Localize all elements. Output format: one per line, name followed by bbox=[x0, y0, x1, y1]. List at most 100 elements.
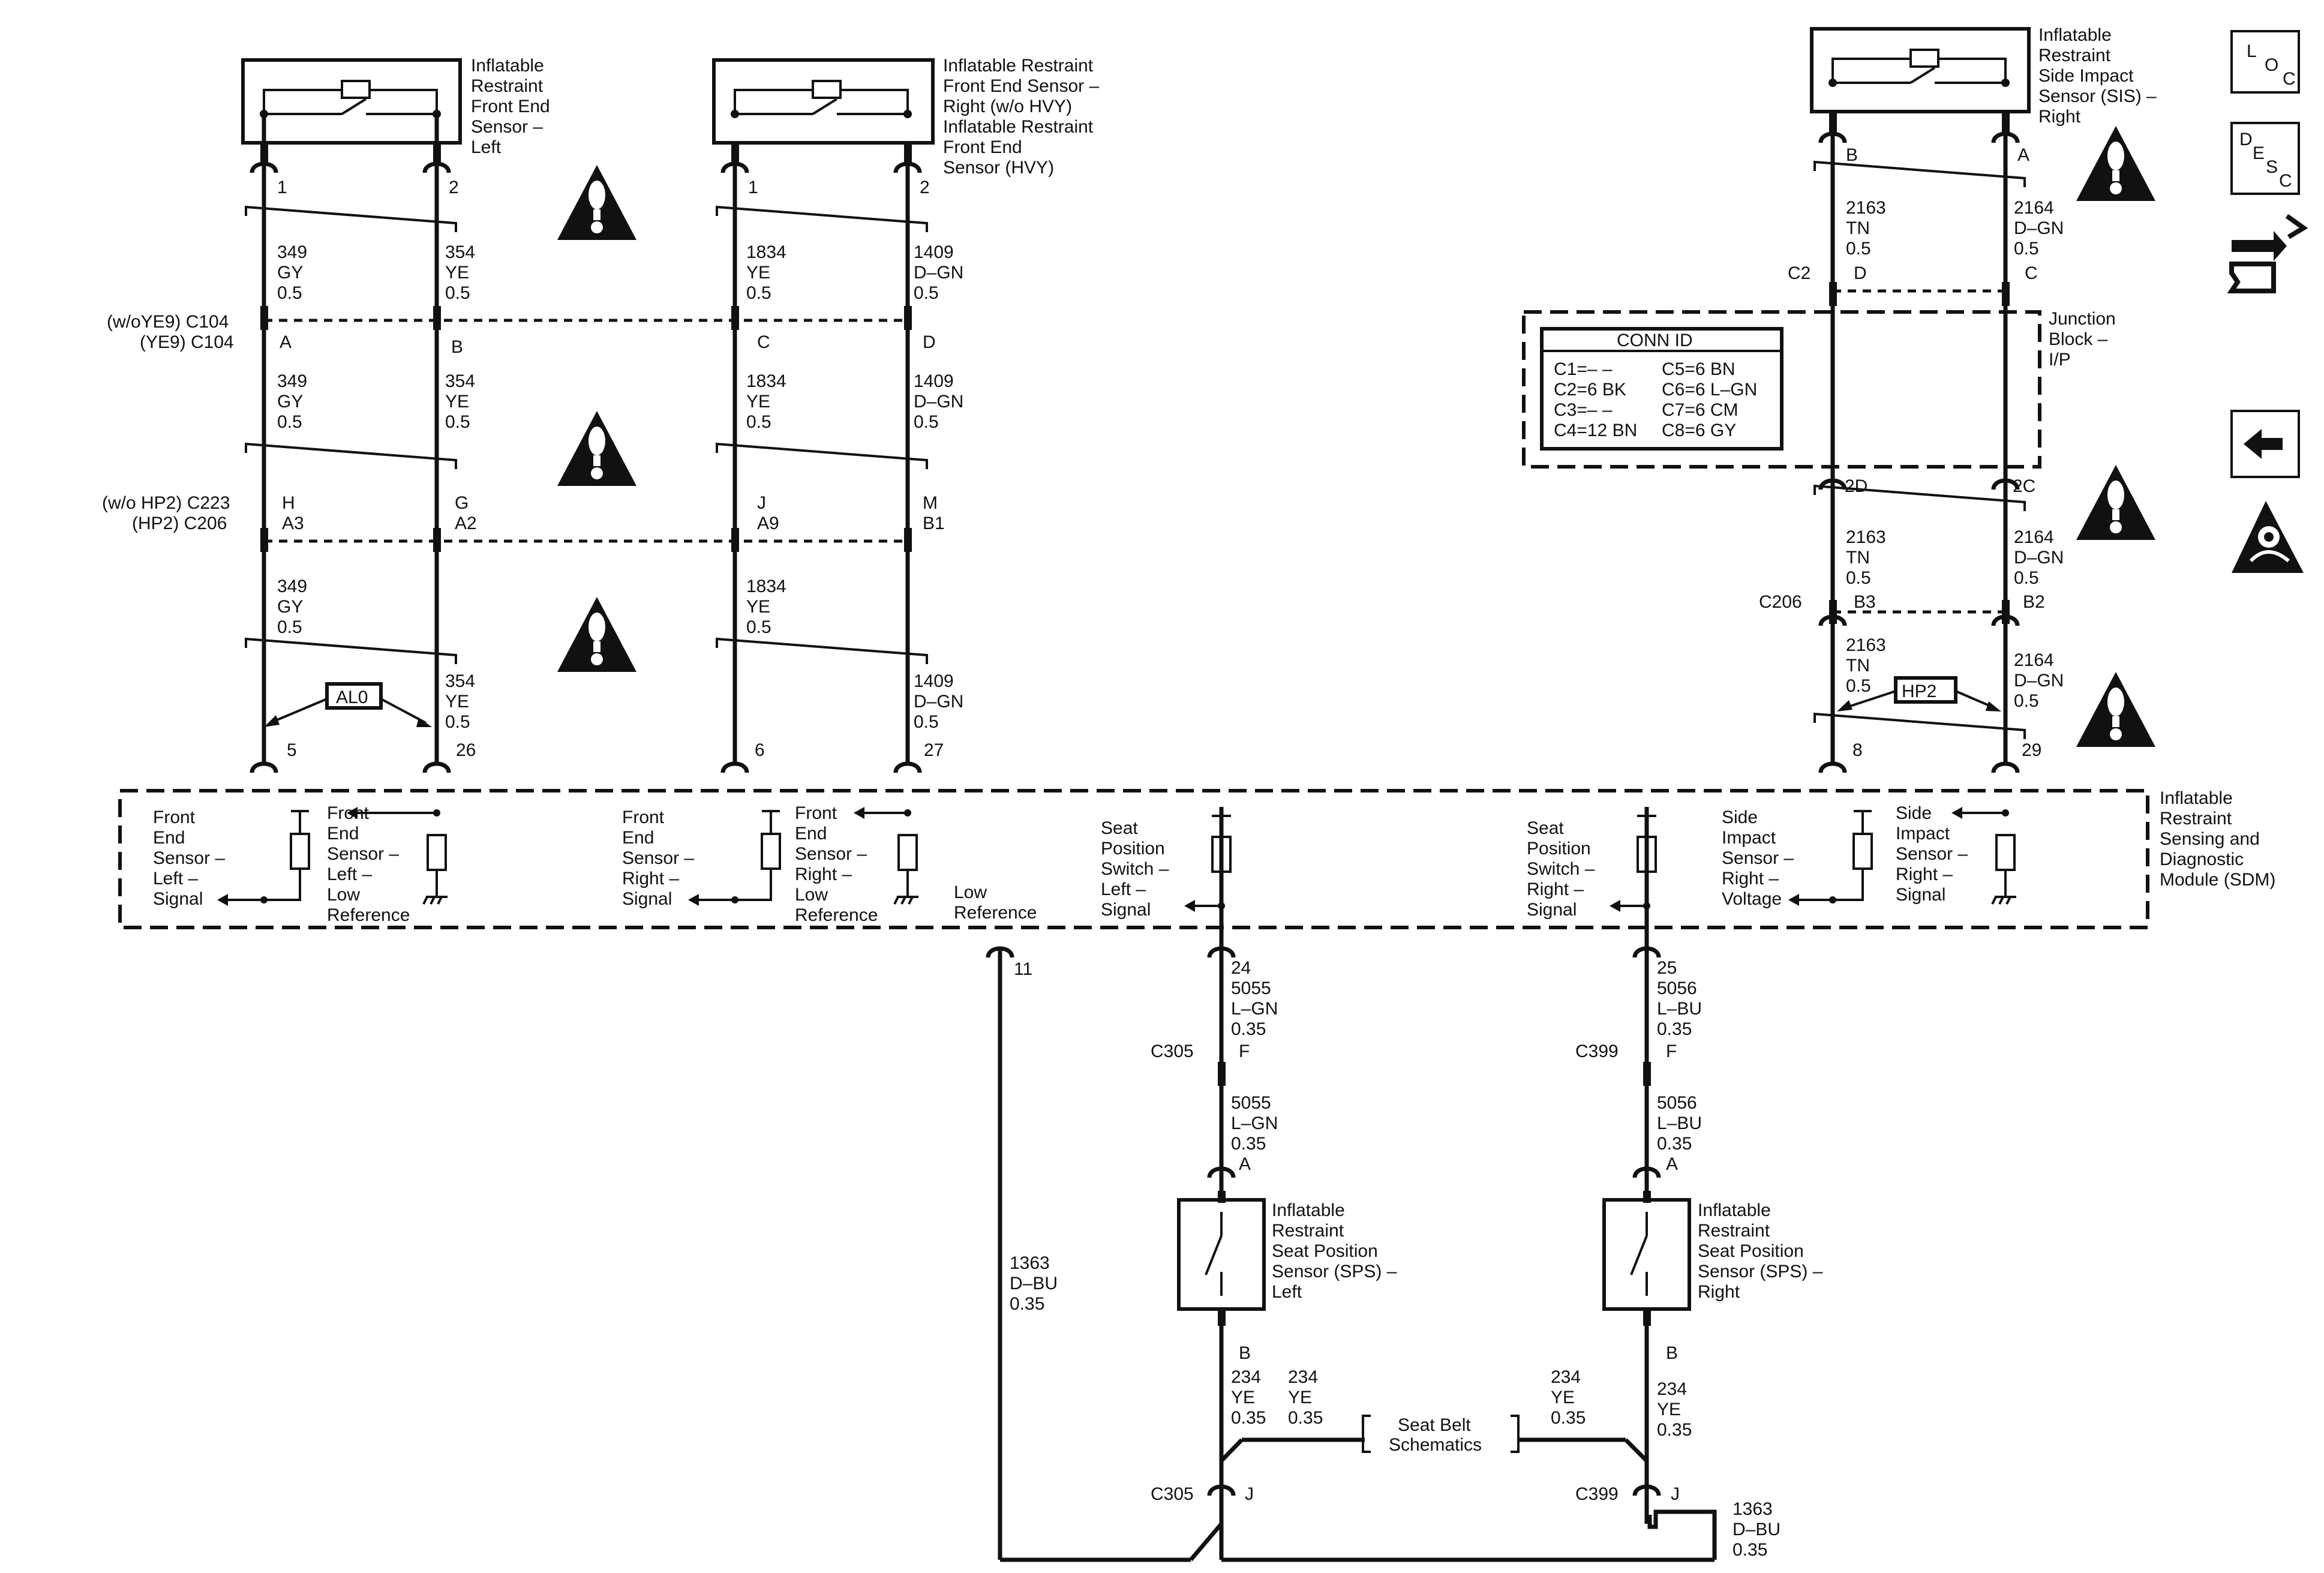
pin: 1 bbox=[748, 178, 758, 197]
front-right-title-4: Front End bbox=[943, 137, 1022, 157]
svg-text:(w/o HP2) C223: (w/o HP2) C223 bbox=[102, 493, 230, 513]
conn-id-row: C1=– – bbox=[1554, 359, 1613, 379]
svg-text:M: M bbox=[923, 493, 938, 513]
svg-text:TN: TN bbox=[1846, 656, 1870, 676]
seat-belt-label[interactable]: Schematics bbox=[1389, 1435, 1482, 1455]
svg-text:5055: 5055 bbox=[1231, 1093, 1271, 1113]
svg-text:Reference: Reference bbox=[795, 905, 878, 925]
svg-text:B: B bbox=[451, 337, 463, 357]
svg-text:H: H bbox=[282, 493, 295, 513]
pin: 2 bbox=[449, 178, 459, 197]
twisted-pair-marks bbox=[245, 160, 2026, 739]
svg-text:354: 354 bbox=[445, 242, 475, 262]
svg-text:Left –: Left – bbox=[153, 869, 198, 888]
svg-text:Right –: Right – bbox=[1722, 869, 1779, 888]
svg-text:1834: 1834 bbox=[746, 242, 786, 262]
side-right-title-4: Right bbox=[2038, 107, 2081, 127]
pin-blocks bbox=[260, 282, 2010, 1086]
sps-left-title: Sensor (SPS) – bbox=[1272, 1262, 1397, 1281]
svg-text:0.5: 0.5 bbox=[2014, 691, 2039, 711]
svg-text:234: 234 bbox=[1657, 1379, 1687, 1399]
svg-text:349: 349 bbox=[277, 577, 307, 596]
svg-text:0.5: 0.5 bbox=[2014, 568, 2039, 588]
side-impact-sensor-right bbox=[1810, 27, 2031, 134]
svg-text:Sensor –: Sensor – bbox=[327, 844, 399, 864]
svg-text:C305: C305 bbox=[1151, 1041, 1194, 1061]
svg-text:6: 6 bbox=[755, 740, 765, 760]
pin: A bbox=[2017, 145, 2029, 165]
sdm-title: Inflatable bbox=[2160, 788, 2233, 808]
svg-text:F: F bbox=[1239, 1041, 1250, 1061]
svg-text:F: F bbox=[1666, 1041, 1677, 1061]
svg-text:Position: Position bbox=[1101, 839, 1165, 858]
svg-text:B1: B1 bbox=[923, 514, 945, 533]
svg-text:5056: 5056 bbox=[1657, 978, 1697, 998]
svg-text:2164: 2164 bbox=[2014, 198, 2054, 218]
svg-text:1834: 1834 bbox=[746, 577, 786, 596]
loc-icon-letter: L bbox=[2247, 41, 2257, 61]
svg-text:5055: 5055 bbox=[1231, 978, 1271, 998]
front-right-title-1: Front End Sensor – bbox=[943, 76, 1099, 96]
svg-text:0.5: 0.5 bbox=[1846, 676, 1871, 696]
svg-text:Right –: Right – bbox=[1527, 879, 1584, 899]
svg-text:Front: Front bbox=[153, 807, 196, 827]
svg-text:A: A bbox=[1239, 1154, 1251, 1174]
seat-belt-label[interactable]: Seat Belt bbox=[1398, 1415, 1471, 1435]
svg-text:0.5: 0.5 bbox=[277, 617, 302, 637]
svg-text:0.5: 0.5 bbox=[914, 412, 939, 432]
warning-icon bbox=[2076, 672, 2155, 747]
svg-text:L–GN: L–GN bbox=[1231, 1113, 1278, 1133]
svg-text:354: 354 bbox=[445, 371, 475, 391]
option-al0 bbox=[264, 682, 432, 727]
side-right-title-1: Restraint bbox=[2038, 46, 2111, 65]
svg-text:A: A bbox=[1666, 1154, 1678, 1174]
sps-right-title: Sensor (SPS) – bbox=[1698, 1262, 1823, 1281]
svg-text:27: 27 bbox=[924, 740, 944, 760]
sps-left-title: Inflatable bbox=[1272, 1200, 1345, 1220]
svg-text:0.5: 0.5 bbox=[1846, 239, 1871, 259]
svg-text:GY: GY bbox=[277, 263, 303, 283]
svg-text:0.5: 0.5 bbox=[445, 283, 470, 303]
connector-labels: (w/oYE9) C104 (YE9) C104 A B C D (w/o HP… bbox=[102, 263, 2045, 1504]
svg-text:D: D bbox=[923, 332, 936, 352]
svg-text:Signal: Signal bbox=[153, 889, 203, 909]
svg-text:349: 349 bbox=[277, 242, 307, 262]
airbag-icon[interactable] bbox=[2232, 501, 2304, 573]
svg-text:D: D bbox=[1854, 263, 1867, 283]
conn-id-row: C5=6 BN bbox=[1662, 359, 1736, 379]
connector-dashes bbox=[264, 289, 2005, 614]
svg-text:24: 24 bbox=[1231, 958, 1251, 978]
desc-icon-letter: C bbox=[2279, 171, 2292, 191]
svg-text:234: 234 bbox=[1288, 1367, 1318, 1387]
svg-text:Side: Side bbox=[1722, 807, 1758, 827]
loc-icon[interactable] bbox=[2230, 30, 2300, 94]
svg-text:Right –: Right – bbox=[1896, 864, 1953, 884]
svg-text:C: C bbox=[757, 332, 770, 352]
back-arrow-icon[interactable] bbox=[2230, 410, 2300, 478]
svg-text:1363: 1363 bbox=[1733, 1499, 1773, 1519]
svg-text:B2: B2 bbox=[2023, 592, 2045, 612]
svg-text:Sensor –: Sensor – bbox=[795, 844, 867, 864]
svg-text:D–BU: D–BU bbox=[1733, 1520, 1780, 1539]
svg-text:1409: 1409 bbox=[914, 242, 954, 262]
svg-text:1409: 1409 bbox=[914, 371, 954, 391]
svg-text:Right –: Right – bbox=[622, 869, 679, 888]
svg-text:YE: YE bbox=[746, 263, 770, 283]
svg-text:0.35: 0.35 bbox=[1010, 1294, 1044, 1314]
svg-text:Seat: Seat bbox=[1101, 818, 1138, 838]
desc-icon[interactable] bbox=[2230, 122, 2300, 195]
svg-text:Signal: Signal bbox=[1896, 885, 1945, 905]
svg-text:YE: YE bbox=[1551, 1388, 1575, 1407]
svg-text:0.5: 0.5 bbox=[746, 617, 771, 637]
seat-belt-schematics-link[interactable] bbox=[1362, 1415, 1520, 1453]
side-right-title-2: Side Impact bbox=[2038, 66, 2134, 86]
svg-text:(YE9) C104: (YE9) C104 bbox=[140, 332, 234, 352]
svg-text:C399: C399 bbox=[1575, 1041, 1619, 1061]
svg-text:End: End bbox=[622, 828, 654, 848]
front-left-title-3: Sensor – bbox=[471, 117, 543, 137]
svg-text:L–BU: L–BU bbox=[1657, 999, 1702, 1019]
svg-text:D–GN: D–GN bbox=[914, 692, 963, 712]
connector-end-view-icon[interactable] bbox=[2227, 214, 2308, 293]
svg-text:A9: A9 bbox=[757, 514, 779, 533]
